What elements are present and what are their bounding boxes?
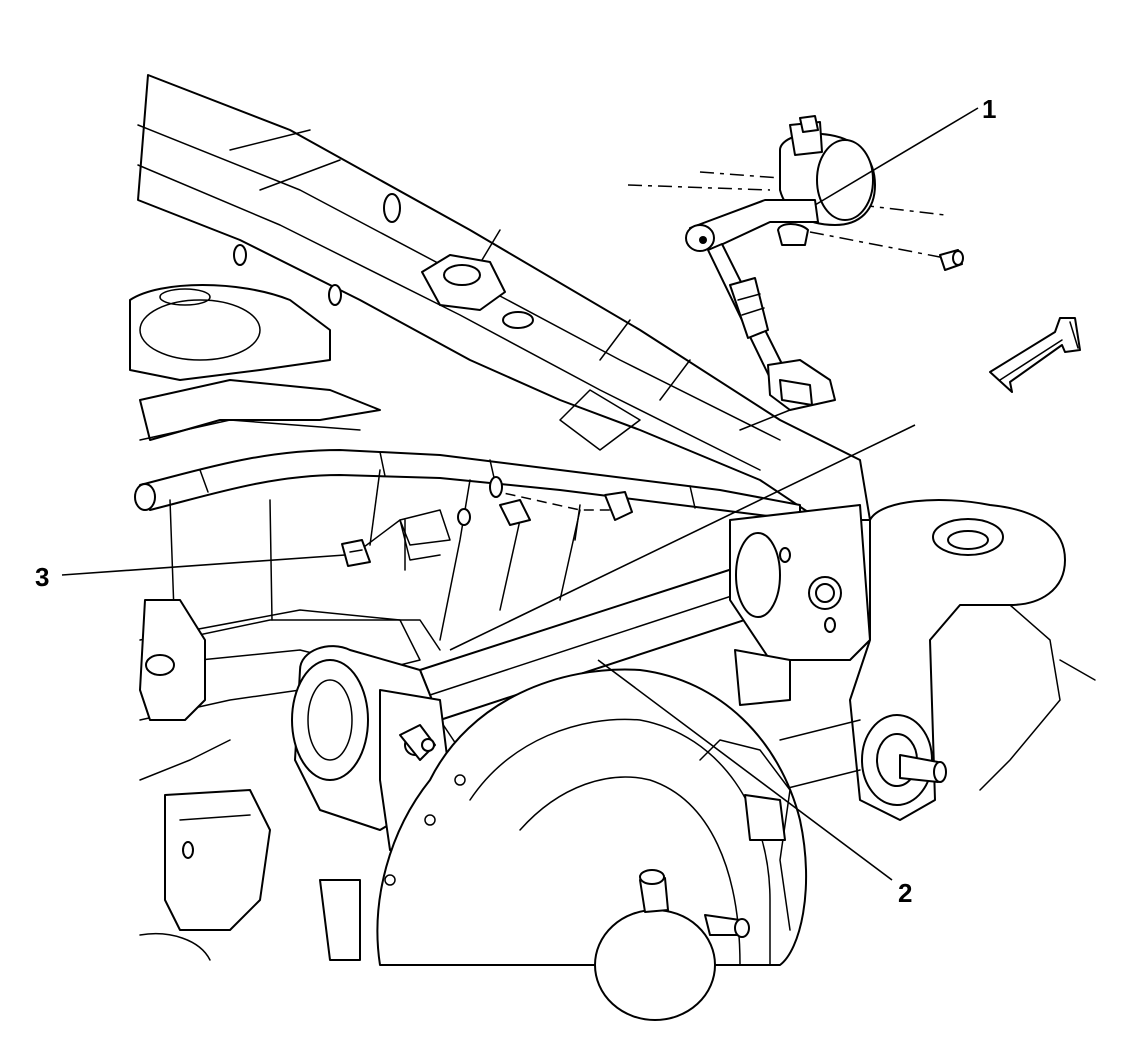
leader-lines [61, 107, 979, 881]
harness-clip [341, 539, 371, 567]
brake-drum [376, 668, 808, 1021]
callout-labels: 1 2 3 [35, 94, 996, 908]
axle-housing-right [779, 499, 1096, 821]
wire-harness [359, 476, 633, 561]
callout-3-label: 3 [35, 562, 49, 592]
leveling-sensor [627, 115, 964, 411]
track-bar-bracket [729, 504, 871, 706]
spring-seat-structure [129, 284, 381, 441]
left-lower-bracket [139, 599, 361, 961]
frame-rail [137, 74, 871, 521]
front-direction-arrow-icon [989, 317, 1081, 393]
callout-1-label: 1 [982, 94, 996, 124]
callout-2-label: 2 [898, 878, 912, 908]
